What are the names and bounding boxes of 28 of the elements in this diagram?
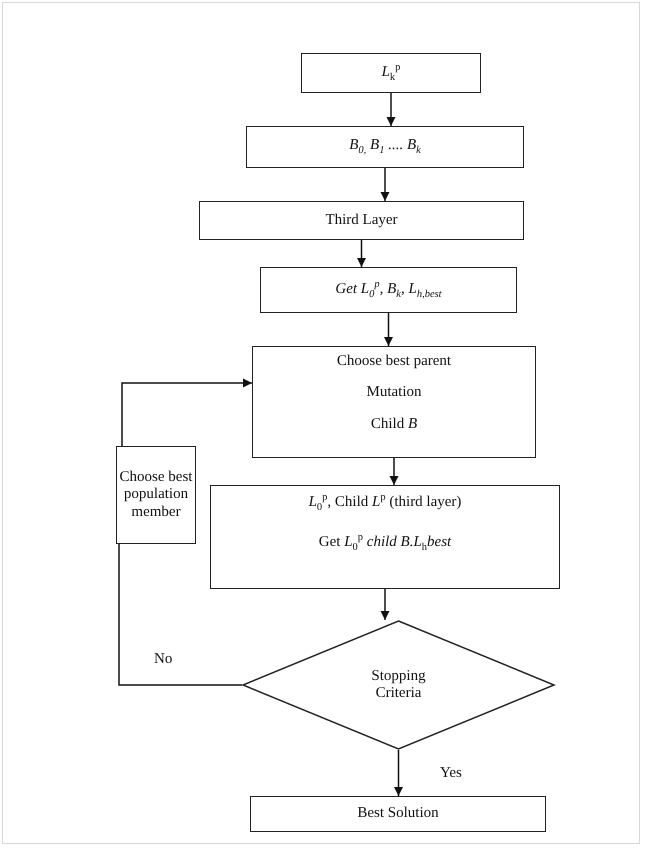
node-text: Choose best parent: [336, 353, 452, 370]
node-text: Best Solution: [357, 805, 439, 823]
decision-diamond: [242, 620, 555, 750]
arrow: [380, 589, 390, 620]
node-text: Mutation: [366, 384, 422, 402]
process-box: [199, 201, 524, 240]
process-box: [210, 485, 560, 589]
arrow: [384, 313, 393, 346]
process-box: [246, 126, 524, 168]
node-text: Stopping Criteria: [370, 668, 427, 702]
node-text: Get L$_{0}$$^{p}$, B$_{k}$, L$_{h,best}$: [335, 278, 442, 302]
process-box: [116, 446, 196, 544]
process-box: [250, 796, 546, 832]
arrow: [394, 750, 403, 796]
arrow: [390, 458, 398, 485]
node-text: Child B: [370, 416, 418, 433]
node-text: L$_{0}$$^{p}$, Child L$^{p}$ (third layer): [308, 492, 462, 514]
process-box: [260, 267, 517, 313]
arrow: [121, 378, 252, 446]
arrow: [357, 240, 366, 267]
node-text: Third Layer: [325, 212, 398, 230]
arrow: [380, 168, 390, 201]
node-text: Choose best population member: [119, 469, 193, 521]
process-box: [252, 346, 536, 458]
node-text: B$_{0,}$ B$_{1}$ .... B$_{k}$: [349, 136, 421, 158]
node-text: Get L$_{0}$$^{p}$ child B.L$_{h}$best: [318, 532, 452, 554]
arrow: [386, 93, 396, 126]
process-box: [301, 53, 481, 93]
